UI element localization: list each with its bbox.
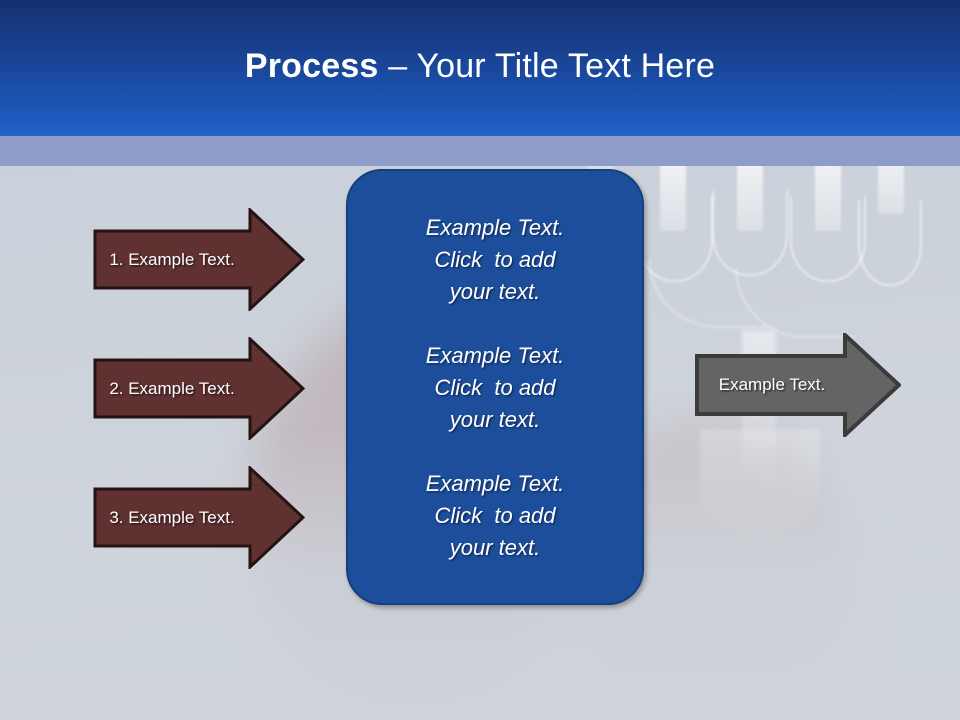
page-title: Process – Your Title Text Here: [0, 47, 960, 86]
panel-text-block-1-line-3: your text.: [449, 279, 541, 304]
panel-text-block-1: Example Text. Click to add your text.: [348, 212, 642, 308]
glass-bowl-4-icon: [858, 200, 922, 286]
title-banner: [0, 0, 960, 136]
result-arrow-label: Example Text.: [718, 375, 826, 394]
step-arrow-2-label: 2. Example Text.: [109, 378, 235, 398]
panel-text-block-3: Example Text. Click to add your text.: [348, 468, 642, 564]
result-arrow[interactable]: Example Text.: [695, 333, 901, 437]
panel-text-block-2: Example Text. Click to add your text.: [348, 340, 642, 436]
page-title-rest: – Your Title Text Here: [378, 47, 716, 85]
panel-text-block-2-line-1: Example Text.: [425, 343, 565, 368]
panel-text-block-3-line-3: your text.: [449, 535, 541, 560]
panel-text-block-3-line-2: Click to add: [434, 503, 556, 528]
title-accent-band: [0, 136, 960, 166]
right-arrow-icon: [93, 337, 305, 440]
right-arrow-icon: [93, 466, 305, 569]
step-arrow-3-label: 3. Example Text.: [109, 507, 235, 527]
process-content-panel[interactable]: Example Text. Click to add your text. Ex…: [346, 169, 644, 605]
panel-text-block-3-line-1: Example Text.: [425, 471, 565, 496]
panel-text-block-2-line-2: Click to add: [434, 375, 556, 400]
page-title-strong: Process: [244, 47, 379, 85]
panel-text-block-1-line-1: Example Text.: [425, 215, 565, 240]
step-arrow-1[interactable]: 1. Example Text.: [93, 208, 305, 311]
step-arrow-1-label: 1. Example Text.: [109, 249, 235, 269]
right-arrow-icon: [695, 333, 901, 437]
step-arrow-3[interactable]: 3. Example Text.: [93, 466, 305, 569]
step-arrow-2[interactable]: 2. Example Text.: [93, 337, 305, 440]
panel-text-block-1-line-2: Click to add: [434, 247, 556, 272]
right-arrow-icon: [93, 208, 305, 311]
panel-text-block-2-line-3: your text.: [449, 407, 541, 432]
